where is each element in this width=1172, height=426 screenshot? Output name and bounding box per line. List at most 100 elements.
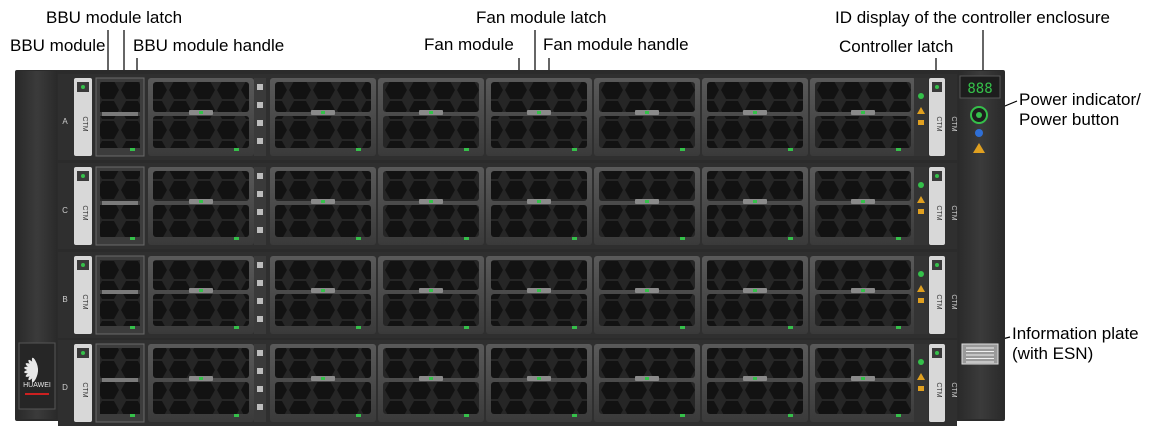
- module-label: CTM: [81, 116, 88, 131]
- bbu-vent-bottom: [100, 294, 140, 326]
- controller-alarm-led: [917, 285, 925, 292]
- bbu-vent-top: [100, 82, 140, 112]
- alarm-indicator: [973, 143, 985, 153]
- fan-led: [234, 326, 239, 329]
- status-icon-strip: [254, 78, 266, 156]
- fan-vent-top: [153, 348, 249, 378]
- fan-led: [356, 237, 361, 240]
- fan-module: [594, 78, 700, 156]
- label-id-display: ID display of the controller enclosure: [835, 8, 1110, 27]
- information-plate: [961, 343, 999, 365]
- fan-latch-indicator: [537, 200, 541, 203]
- module-label: CTM: [950, 205, 957, 220]
- fan-module: [486, 344, 592, 422]
- status-icon: [257, 173, 263, 179]
- label-power-indicator: Power indicator/ Power button: [1019, 90, 1141, 129]
- label-controller-latch: Controller latch: [839, 37, 954, 56]
- fan-vent-top: [275, 260, 371, 290]
- fan-latch-indicator: [537, 289, 541, 292]
- controller-locate-led: [918, 386, 924, 391]
- locate-indicator: [975, 129, 983, 137]
- fan-vent-top: [275, 171, 371, 201]
- fan-led: [464, 148, 469, 151]
- left-latch-led: [81, 85, 85, 89]
- bbu-vent-bottom: [100, 205, 140, 237]
- left-latch-led: [81, 263, 85, 267]
- fan-latch-indicator: [861, 200, 865, 203]
- fan-vent-bottom: [383, 116, 479, 148]
- right-latch: [929, 344, 945, 422]
- controller-status-led: [918, 271, 924, 277]
- brand-text: HUAWEI: [23, 382, 51, 389]
- fan-vent-top: [491, 171, 587, 201]
- fan-vent-top: [599, 348, 695, 378]
- fan-vent-top: [383, 82, 479, 112]
- fan-latch-indicator: [199, 111, 203, 114]
- status-icon: [257, 350, 263, 356]
- fan-led: [356, 148, 361, 151]
- fan-led: [572, 414, 577, 417]
- fan-module: [486, 78, 592, 156]
- right-latch: [929, 167, 945, 245]
- id-display: [959, 75, 1001, 99]
- label-bbu-module-handle: BBU module handle: [133, 36, 285, 55]
- fan-led: [896, 326, 901, 329]
- fan-module: [810, 256, 916, 334]
- fan-vent-bottom: [275, 382, 371, 414]
- brand-red-stripe: [25, 393, 49, 395]
- fan-led: [464, 414, 469, 417]
- brand-plate: [18, 342, 56, 410]
- fan-led: [680, 326, 685, 329]
- fan-vent-bottom: [275, 116, 371, 148]
- fan-vent-bottom: [491, 116, 587, 148]
- fan-led: [234, 148, 239, 151]
- fan-vent-top: [599, 82, 695, 112]
- fan-vent-bottom: [707, 205, 803, 237]
- right-latch-led: [935, 263, 939, 267]
- controller-status-led: [918, 93, 924, 99]
- fan-module: [148, 344, 254, 422]
- controller-alarm-led: [917, 107, 925, 114]
- status-icon: [257, 227, 263, 233]
- status-icon: [257, 368, 263, 374]
- bbu-handle: [102, 378, 138, 382]
- bbu-vent-top: [100, 260, 140, 290]
- fan-module: [594, 167, 700, 245]
- module-label: CTM: [950, 116, 957, 131]
- fan-latch-indicator: [429, 377, 433, 380]
- fan-vent-top: [707, 348, 803, 378]
- fan-vent-bottom: [707, 116, 803, 148]
- status-icon: [257, 262, 263, 268]
- bbu-handle: [102, 201, 138, 205]
- fan-vent-bottom: [491, 294, 587, 326]
- status-icon: [257, 191, 263, 197]
- fan-led: [680, 414, 685, 417]
- fan-vent-bottom: [153, 294, 249, 326]
- fan-vent-top: [815, 260, 911, 290]
- fan-vent-top: [707, 82, 803, 112]
- fan-led: [788, 148, 793, 151]
- bbu-vent-bottom: [100, 116, 140, 148]
- power-indicator: [976, 112, 982, 118]
- fan-vent-top: [383, 171, 479, 201]
- status-icon: [257, 386, 263, 392]
- slot-label: A: [62, 117, 68, 126]
- fan-latch-indicator: [321, 377, 325, 380]
- fan-module: [270, 78, 376, 156]
- fan-vent-bottom: [491, 382, 587, 414]
- bbu-led: [130, 148, 135, 151]
- fan-vent-bottom: [383, 294, 479, 326]
- fan-latch-indicator: [321, 289, 325, 292]
- fan-latch-indicator: [429, 200, 433, 203]
- controller-alarm-led: [917, 373, 925, 380]
- fan-latch-indicator: [753, 111, 757, 114]
- fan-led: [464, 326, 469, 329]
- id-display-digits: 888: [967, 81, 992, 97]
- slot-label: B: [62, 295, 67, 304]
- fan-module: [594, 344, 700, 422]
- fan-led: [234, 414, 239, 417]
- module-label: CTM: [935, 116, 942, 131]
